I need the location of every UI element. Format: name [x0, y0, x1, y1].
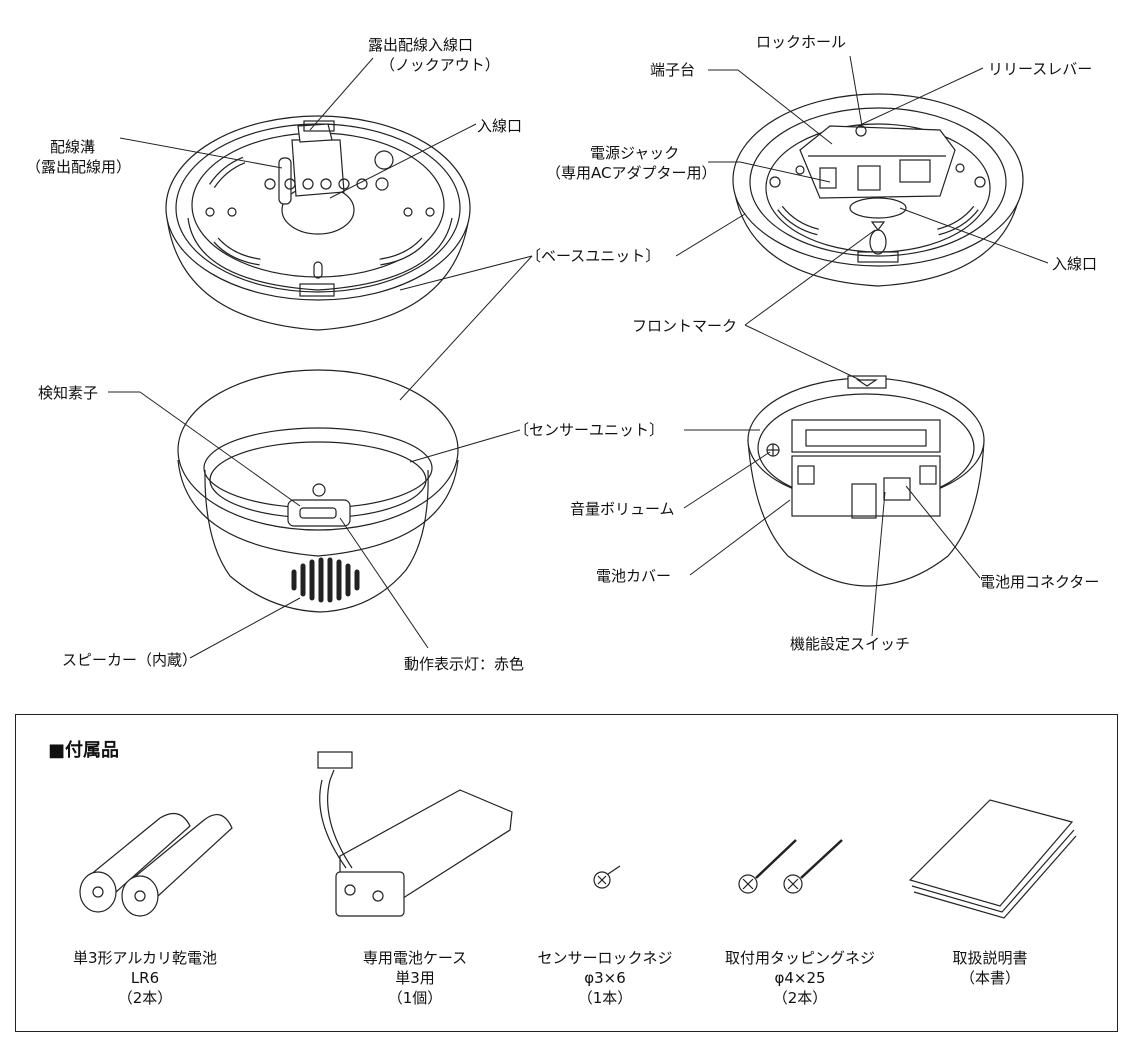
label-inlet-right: 入線口 — [1052, 255, 1098, 273]
accessories-panel — [15, 714, 1118, 1032]
label-battery-connector: 電池用コネクター — [980, 573, 1100, 591]
label-front-mark: フロントマーク — [632, 317, 738, 335]
accessory-tapping-screw-qty: （2本） — [772, 989, 828, 1007]
label-release-lever: リリースレバー — [988, 60, 1093, 78]
accessory-caption-lock-screw: センサーロックネジ φ3×6 （1本） — [520, 948, 690, 1008]
label-power-jack: 電源ジャック — [590, 144, 680, 162]
accessory-lock-screw-qty: （1本） — [577, 989, 633, 1007]
accessory-manual-name: 取扱説明書 — [952, 949, 1028, 967]
label-detector-element: 検知素子 — [38, 384, 99, 402]
label-inlet-left: 入線口 — [477, 117, 523, 135]
label-function-switch: 機能設定スイッチ — [790, 635, 911, 653]
label-battery-cover: 電池カバー — [596, 567, 672, 585]
accessory-tapping-screw-name: 取付用タッピングネジ — [724, 949, 875, 967]
accessory-caption-batteries: 単3形アルカリ乾電池 LR6 （2本） — [60, 948, 230, 1008]
accessory-case-qty: （1個） — [387, 989, 443, 1007]
label-speaker: スピーカー（内蔵） — [62, 651, 198, 669]
label-operation-lamp: 動作表示灯：赤色 — [404, 655, 525, 673]
label-sensor-unit: 〔センサーユニット〕 — [514, 421, 665, 439]
label-wiring-groove: 配線溝 — [50, 138, 96, 156]
accessory-caption-battery-case: 専用電池ケース 単3用 （1個） — [330, 948, 500, 1008]
sensor-unit-right-drawing — [747, 375, 985, 587]
label-base-unit: 〔ベースユニット〕 — [526, 247, 661, 265]
label-exposed-wiring-use: （露出配線用） — [26, 158, 132, 176]
accessory-case-name: 専用電池ケース — [362, 949, 468, 967]
sensor-unit-left-drawing — [177, 369, 459, 613]
label-exposed-wiring-inlet: 露出配線入線口 — [368, 36, 474, 54]
accessory-manual-note: （本書） — [959, 969, 1020, 987]
label-ac-adapter: （専用ACアダプター用） — [546, 164, 717, 182]
accessory-batteries-drawing — [79, 812, 233, 917]
leader-lines — [108, 55, 1049, 659]
label-volume: 音量ボリューム — [570, 500, 675, 518]
accessory-caption-manual: 取扱説明書 （本書） — [920, 948, 1060, 988]
accessories-title: ■付属品 — [48, 740, 120, 761]
accessory-caption-tapping-screws: 取付用タッピングネジ φ4×25 （2本） — [710, 948, 890, 1008]
accessory-tapping-screw-size: φ4×25 — [774, 969, 826, 987]
accessory-lock-screw-drawing — [593, 865, 621, 889]
accessory-tapping-screws-drawing — [738, 839, 843, 894]
base-unit-right-drawing — [732, 93, 1024, 287]
accessory-batteries-model: LR6 — [130, 969, 160, 987]
accessory-lock-screw-size: φ3×6 — [584, 969, 626, 987]
label-lock-hole: ロックホール — [756, 33, 847, 51]
accessory-lock-screw-name: センサーロックネジ — [537, 949, 673, 967]
accessory-manual-drawing — [908, 799, 1077, 919]
label-knockout: （ノックアウト） — [380, 56, 500, 74]
label-terminal-block: 端子台 — [650, 61, 696, 79]
accessory-batteries-name: 単3形アルカリ乾電池 — [73, 949, 217, 967]
accessory-battery-case-drawing — [317, 751, 513, 917]
base-unit-left-drawing — [165, 115, 471, 331]
accessory-batteries-qty: （2本） — [117, 989, 173, 1007]
accessory-case-size: 単3用 — [395, 969, 435, 987]
